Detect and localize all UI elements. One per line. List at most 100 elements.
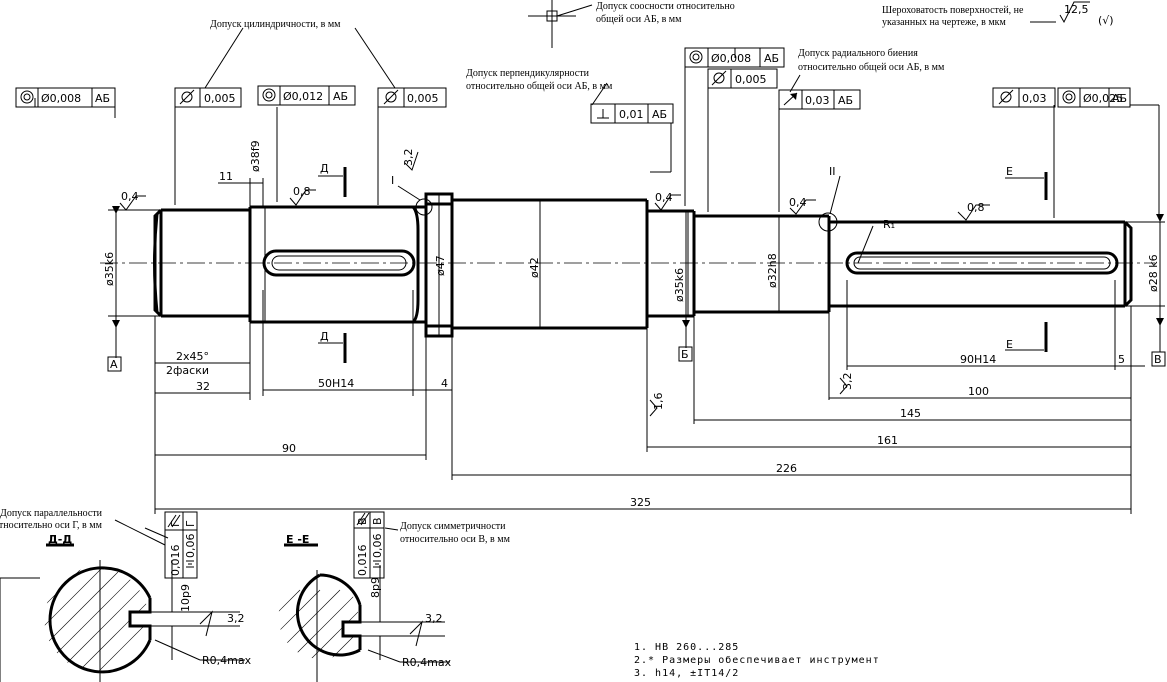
frame7-tol: 0,005	[735, 73, 767, 86]
coaxiality-icon	[262, 88, 276, 102]
frame4-tol: 0,005	[407, 92, 439, 105]
note-parallelism-1: Допуск параллельности	[0, 508, 103, 519]
dim-8p9: 8p9	[369, 577, 382, 598]
note-parallelism-2: относительно оси Г, в мм	[0, 520, 103, 531]
note-symmetry-2: относительно оси В, в мм	[400, 534, 511, 545]
vframe3-tol: 0,016	[356, 545, 369, 577]
coaxiality-icon	[689, 50, 703, 64]
dim-325: 325	[630, 496, 651, 509]
shaft-outline	[153, 192, 1133, 338]
frame5-datum: АБ	[652, 108, 667, 121]
cylindricity-icon	[711, 70, 727, 86]
roughness-symbols	[119, 1, 1090, 417]
dim-90: 90	[282, 442, 296, 455]
datum-a: А	[110, 358, 118, 371]
parallelism-icon	[356, 512, 370, 526]
frame-symbols	[20, 50, 1076, 568]
vframe3-datum: В	[356, 517, 369, 525]
frame6-tol: Ø0,008	[711, 52, 751, 65]
diameter-38f9: ø38f9	[249, 140, 262, 172]
roughness-r3: 3,2	[402, 149, 415, 167]
tolerance-leaders	[34, 0, 1160, 218]
length-dimension-lines	[154, 178, 1145, 514]
dim-50h14: 50H14	[318, 377, 354, 390]
section-mark-e-bottom: Е	[1006, 338, 1013, 351]
dim-10p9: 10p9	[179, 584, 192, 612]
section-mark-d-top: Д	[320, 162, 329, 175]
view-mark-i: I	[391, 174, 394, 187]
runout-icon	[783, 92, 798, 106]
roughness-r8: 3,2	[841, 373, 854, 391]
vframe4-tol: 0,06	[371, 534, 384, 559]
coaxiality-icon	[20, 90, 34, 104]
frame3-datum: АБ	[333, 90, 348, 103]
frame10-tol: Ø0,025	[1083, 92, 1123, 105]
diameter-35k6-mid: ø35k6	[673, 268, 686, 302]
roughness-r7: 1,6	[652, 393, 665, 411]
note-symmetry-1: Допуск симметричности	[400, 521, 506, 532]
roughness-r6: 0,8	[967, 201, 985, 214]
section-view-ee	[278, 527, 450, 682]
keyway-left	[262, 249, 416, 277]
dim-226: 226	[776, 462, 797, 475]
perpendicularity-icon	[597, 109, 609, 119]
dim-100: 100	[968, 385, 989, 398]
cylindricity-icon	[998, 89, 1014, 105]
dim-4: 4	[441, 377, 448, 390]
section-title-dd: Д-Д	[48, 533, 72, 546]
symmetry-icon	[373, 560, 381, 568]
datum-markers	[112, 206, 1164, 358]
note-coaxiality-1: Допуск соосности относительно	[596, 1, 735, 12]
diameter-32h8: ø32h8	[766, 253, 779, 288]
general-roughness-bracket: (√)	[1098, 14, 1114, 27]
vframe2-datum: Г	[184, 520, 197, 527]
roughness-r5: 0,4	[789, 196, 807, 209]
diameter-28k6: ø28 k6	[1147, 254, 1160, 292]
section-mark-d-bottom: Д	[320, 330, 329, 343]
diameter-35k6-left: ø35k6	[103, 252, 116, 286]
datum-v: В	[1154, 353, 1162, 366]
frame1-datum: АБ	[95, 92, 110, 105]
roughness-r2: 0,8	[293, 185, 311, 198]
dim-90h14: 90H14	[960, 353, 996, 366]
symmetry-icon	[186, 560, 194, 568]
diameter-dimension-lines	[108, 194, 1165, 336]
frame2-tol: 0,005	[204, 92, 236, 105]
section-mark-e-top: Е	[1006, 165, 1013, 178]
view-mark-ii: II	[829, 165, 836, 178]
roughness-r10: 3,2	[425, 612, 443, 625]
diameter-47: ø47	[434, 255, 447, 276]
dim-2x45: 2x45°	[176, 350, 209, 363]
roughness-r1: 0,4	[121, 190, 139, 203]
vframe1-datum: Г	[169, 520, 182, 527]
tech-note-2: 2.* Размеры обеспечивает инструмент	[634, 654, 880, 666]
frame6-datum: АБ	[764, 52, 779, 65]
frame5-tol: 0,01	[619, 108, 644, 121]
note-roughness-2: указанных на чертеже, в мкм	[882, 17, 1007, 28]
note-perpendicularity-1: Допуск перпендикулярности	[466, 68, 590, 79]
frame1-tol: Ø0,008	[41, 92, 81, 105]
section-cut-marks	[318, 167, 1048, 363]
keyway-right	[845, 251, 1119, 275]
parallelism-icon	[167, 514, 181, 528]
vframe2-tol: 0,06	[184, 534, 197, 559]
frame8-tol: 0,03	[805, 94, 830, 107]
roughness-r4: 0,4	[655, 191, 673, 204]
radius-mark: R₁	[883, 218, 895, 231]
note-runout-1: Допуск радиального биения	[798, 48, 918, 59]
section-view-dd	[0, 519, 245, 682]
frame9-tol: 0,03	[1022, 92, 1047, 105]
cylindricity-icon	[179, 89, 195, 105]
dim-161: 161	[877, 434, 898, 447]
note-perpendicularity-2: относительно общей оси АБ, в мм	[466, 81, 613, 92]
frame-outlines	[15, 47, 1166, 579]
dim-32: 32	[196, 380, 210, 393]
note-runout-2: относительно общей оси АБ, в мм	[798, 62, 945, 73]
dim-2faski: 2фаски	[166, 364, 209, 377]
frame3-tol: Ø0,012	[283, 90, 323, 103]
detail-circle-i	[415, 198, 433, 216]
dim-145: 145	[900, 407, 921, 420]
dim-5: 5	[1118, 353, 1125, 366]
section-title-ee: Е -Е	[286, 533, 309, 546]
